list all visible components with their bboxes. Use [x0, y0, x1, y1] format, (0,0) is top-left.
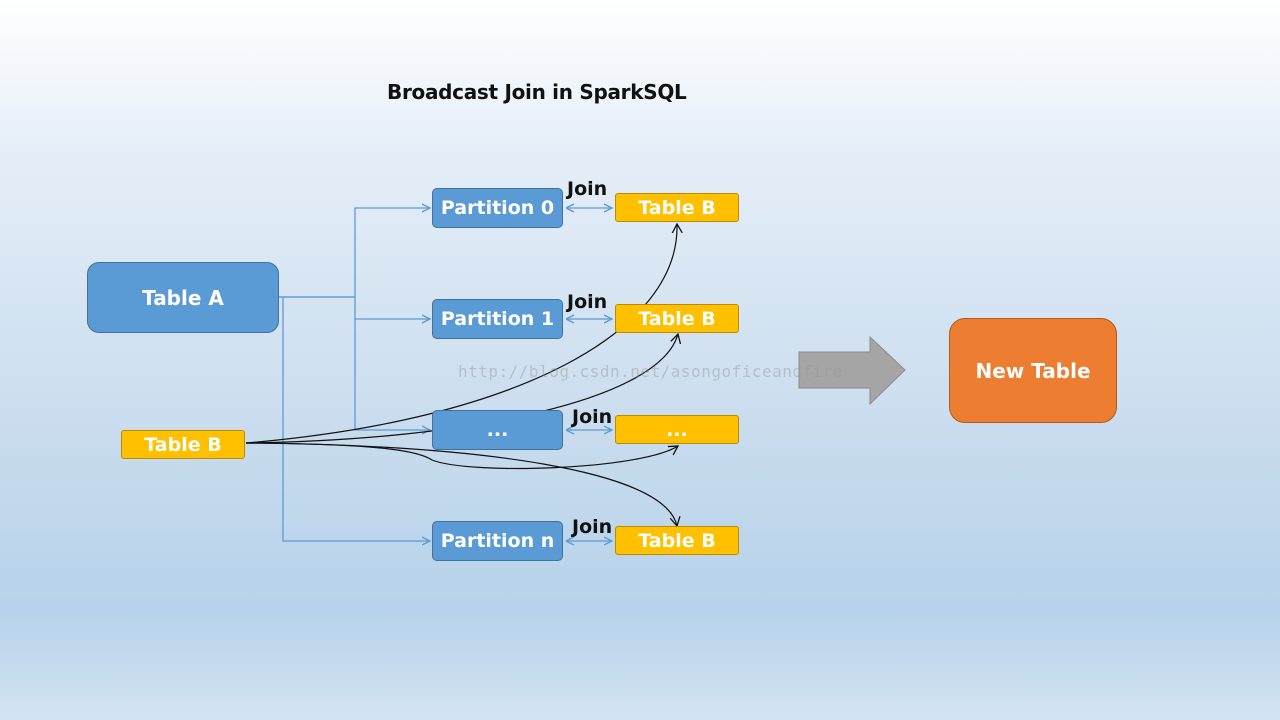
table-b-copy-n-label: Table B — [638, 529, 716, 552]
table-b-copy-1-label: Table B — [638, 307, 716, 330]
partition-n-label: Partition n — [440, 530, 555, 552]
table-b-copy-0-box: Table B — [615, 193, 739, 222]
broadcast-curve-0 — [245, 224, 677, 444]
connector-a-partition-n — [282, 297, 430, 541]
table-b-copy-0-label: Table B — [638, 196, 716, 219]
partition-0-label: Partition 0 — [440, 197, 555, 219]
join-label-n: Join — [572, 516, 613, 538]
connector-a-partition-0 — [279, 208, 430, 298]
table-b-copy-dots-label: ... — [666, 418, 688, 441]
join-arrows — [566, 208, 612, 541]
new-table-label: New Table — [975, 358, 1091, 383]
new-table-box: New Table — [949, 318, 1117, 423]
partition-0-box: Partition 0 — [432, 188, 563, 228]
table-a-box: Table A — [87, 262, 279, 333]
watermark-text: http://blog.csdn.net/asongoficeandfire — [458, 362, 844, 381]
join-label-dots: Join — [572, 406, 613, 428]
connector-a-partition-dots — [354, 319, 430, 430]
result-block-arrow — [798, 335, 906, 406]
join-label-1: Join — [567, 291, 608, 313]
partition-dots-box: ... — [432, 410, 563, 450]
partition-1-box: Partition 1 — [432, 299, 563, 339]
broadcast-curve-n — [245, 442, 677, 526]
table-b-source-box: Table B — [121, 430, 245, 459]
table-a-label: Table A — [142, 285, 224, 310]
partition-n-box: Partition n — [432, 521, 563, 561]
table-a-connectors — [279, 208, 430, 541]
table-b-copy-n-box: Table B — [615, 526, 739, 555]
connector-a-partition-1 — [279, 296, 430, 319]
partition-dots-label: ... — [486, 419, 509, 441]
table-b-copy-dots-box: ... — [615, 415, 739, 444]
table-b-source-label: Table B — [144, 433, 222, 456]
diagram-title: Broadcast Join in SparkSQL — [387, 80, 687, 104]
partition-1-label: Partition 1 — [440, 308, 555, 330]
table-b-copy-1-box: Table B — [615, 304, 739, 333]
join-label-0: Join — [567, 178, 608, 200]
